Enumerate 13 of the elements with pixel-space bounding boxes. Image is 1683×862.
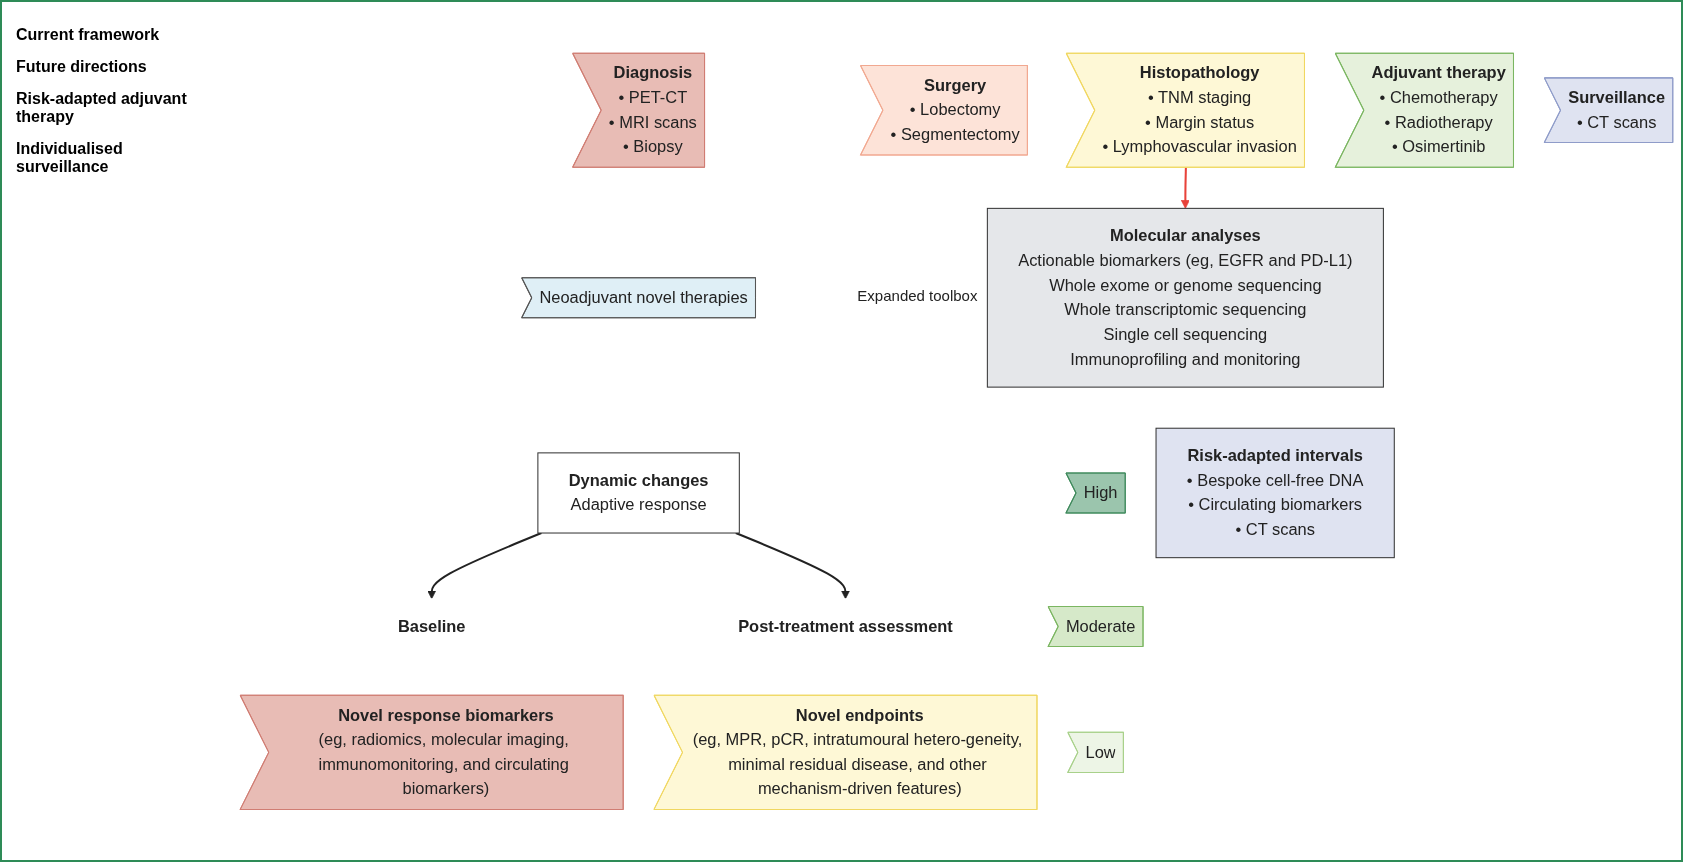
- node-text: Baseline: [397, 616, 466, 635]
- arrow: [1180, 167, 1190, 209]
- section-heading: Individualised surveillance: [16, 140, 124, 176]
- section-heading: Risk-adapted adjuvant therapy: [16, 90, 188, 126]
- arrow: [735, 531, 850, 599]
- side-note: Expanded toolbox: [857, 287, 978, 305]
- arrow: [427, 531, 542, 599]
- node-text: Post-treatment assessment: [738, 616, 953, 635]
- section-heading: Future directions: [16, 58, 148, 76]
- node-box: Dynamic changes Adaptive response: [537, 452, 740, 534]
- node-box: Risk-adapted intervals • Bespoke cell-free DNA • Circulating biomarkers • CT scans: [1155, 427, 1395, 558]
- section-heading: Current framework: [16, 26, 161, 44]
- node-box: Molecular analyses Actionable biomarkers (eg, EGFR and PD-L1) Whole exome or genome sequencing Whole transcriptomic sequencing Single cell sequencing Immunoprofiling and monitoring: [986, 207, 1384, 388]
